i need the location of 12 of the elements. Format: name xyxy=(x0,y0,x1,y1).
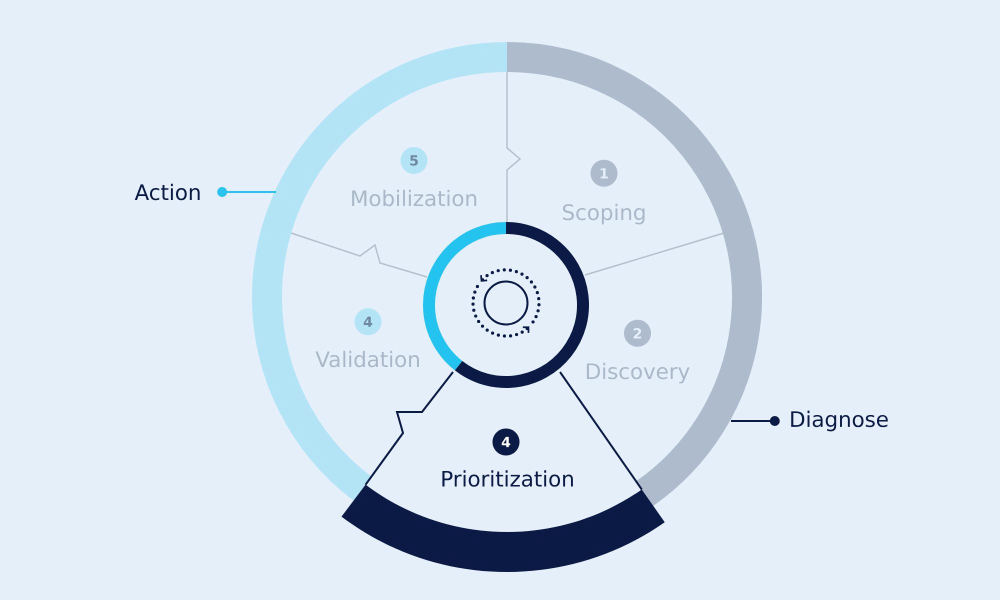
leader-line xyxy=(731,416,780,426)
segment-label: Discovery xyxy=(586,362,690,384)
segment-label: Scoping xyxy=(562,204,645,224)
leader-line xyxy=(217,187,276,197)
category-label: Action xyxy=(134,184,200,200)
category-label: Diagnose xyxy=(791,410,888,432)
number-badge: 4 xyxy=(492,428,520,456)
segment-label: Validation xyxy=(316,350,419,368)
number-badge: 4 xyxy=(354,308,382,336)
number-badge: 5 xyxy=(400,147,428,174)
segment-label: Prioritization xyxy=(442,470,573,487)
segment-label: Mobilization xyxy=(352,190,476,206)
